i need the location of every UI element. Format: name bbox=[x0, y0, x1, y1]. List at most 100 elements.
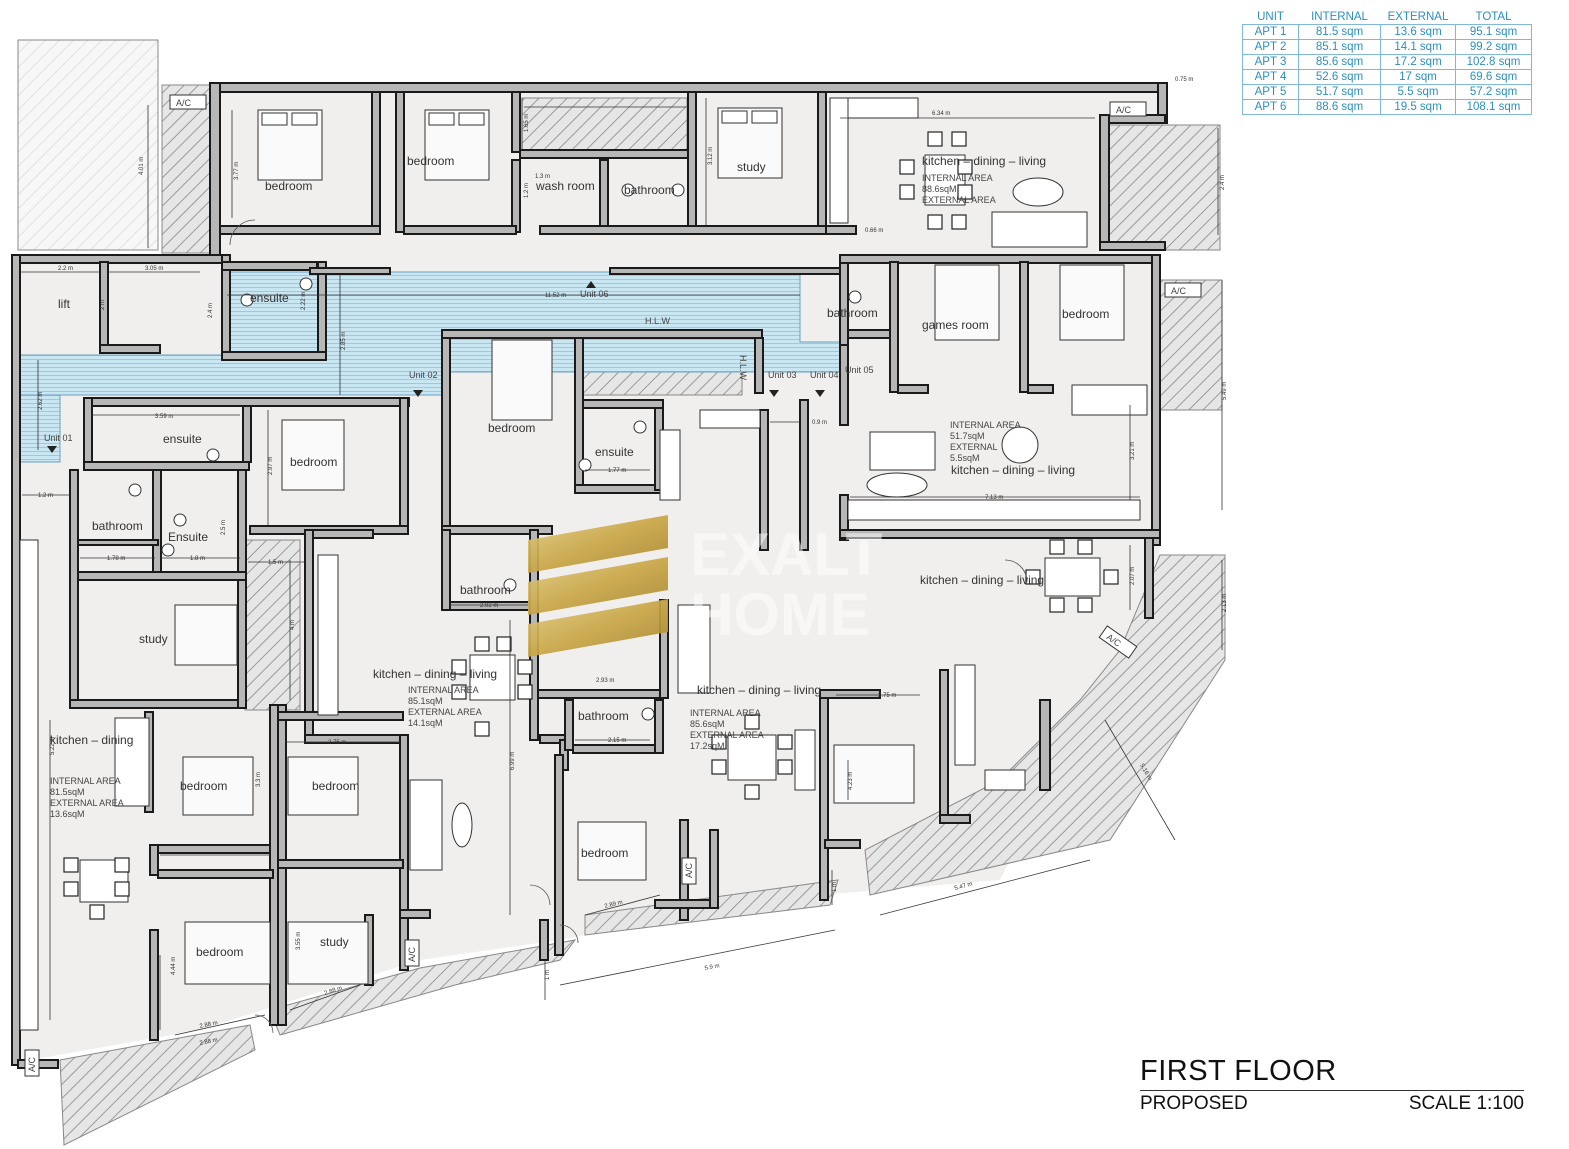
room-label-kitchen-dining-living: kitchen – dining – living bbox=[697, 683, 821, 697]
svg-text:INTERNAL AREA: INTERNAL AREA bbox=[950, 420, 1021, 430]
svg-text:0.75 m: 0.75 m bbox=[1175, 77, 1193, 83]
svg-text:2.85 m: 2.85 m bbox=[341, 332, 347, 350]
svg-text:EXTERNAL: EXTERNAL bbox=[950, 442, 998, 452]
drawing-subtitle: PROPOSED bbox=[1140, 1093, 1248, 1114]
svg-text:1.8 m: 1.8 m bbox=[190, 556, 205, 562]
hlw-label: H.L.W bbox=[645, 316, 671, 326]
svg-text:17.2sqM: 17.2sqM bbox=[690, 741, 725, 751]
header-internal: INTERNAL bbox=[1311, 11, 1368, 23]
room-label-kitchen-dining-living: kitchen – dining – living bbox=[373, 667, 497, 681]
area-table: UNIT INTERNAL EXTERNAL TOTAL APT 1 81.5 … bbox=[1242, 10, 1532, 115]
drawing-title: FIRST FLOOR bbox=[1140, 1055, 1337, 1087]
header-unit: UNIT bbox=[1257, 11, 1284, 23]
svg-text:6.99 m: 6.99 m bbox=[510, 752, 516, 770]
svg-text:5.47 m: 5.47 m bbox=[954, 881, 973, 892]
svg-text:2.97 m: 2.97 m bbox=[268, 457, 274, 475]
svg-text:1.78 m: 1.78 m bbox=[107, 556, 125, 562]
svg-text:2.89 m: 2.89 m bbox=[604, 900, 623, 910]
svg-text:2.93 m: 2.93 m bbox=[596, 678, 614, 684]
unit-marker-04: Unit 04 bbox=[810, 370, 839, 380]
room-label-bathroom: bathroom bbox=[624, 183, 675, 197]
svg-text:7.13 m: 7.13 m bbox=[985, 495, 1003, 501]
svg-text:EXTERNAL AREA: EXTERNAL AREA bbox=[408, 707, 482, 717]
svg-text:2.75 m: 2.75 m bbox=[878, 693, 896, 699]
svg-text:2.75 m: 2.75 m bbox=[328, 740, 346, 746]
room-label-ensuite-cap: Ensuite bbox=[168, 530, 208, 544]
svg-text:14.1sqM: 14.1sqM bbox=[408, 718, 443, 728]
table-row: APT 6 88.6 sqm 19.5 sqm 108.1 sqm bbox=[1242, 99, 1532, 115]
room-label-bedroom: bedroom bbox=[488, 421, 535, 435]
unit-marker-03: Unit 03 bbox=[768, 370, 797, 380]
svg-text:EXTERNAL AREA: EXTERNAL AREA bbox=[922, 195, 996, 205]
walls bbox=[11, 82, 1168, 1069]
svg-text:INTERNAL AREA: INTERNAL AREA bbox=[690, 708, 761, 718]
svg-text:2 m: 2 m bbox=[100, 300, 106, 310]
svg-text:2.4 m: 2.4 m bbox=[208, 303, 214, 318]
svg-text:81.5sqM: 81.5sqM bbox=[50, 787, 85, 797]
room-label-bedroom: bedroom bbox=[581, 846, 628, 860]
table-row: APT 2 85.1 sqm 14.1 sqm 99.2 sqm bbox=[1242, 39, 1532, 55]
svg-text:3.21 m: 3.21 m bbox=[1130, 442, 1136, 460]
svg-text:4.44 m: 4.44 m bbox=[171, 957, 177, 975]
svg-text:INTERNAL AREA: INTERNAL AREA bbox=[50, 776, 121, 786]
svg-text:2.4 m: 2.4 m bbox=[1220, 175, 1226, 190]
svg-text:A/C: A/C bbox=[27, 1056, 37, 1072]
svg-text:2.5 m: 2.5 m bbox=[221, 520, 227, 535]
room-label-bedroom: bedroom bbox=[196, 945, 243, 959]
svg-text:2.13 m: 2.13 m bbox=[1222, 594, 1228, 612]
area-notes: INTERNAL AREA 81.5sqM EXTERNAL AREA 13.6… bbox=[50, 173, 1021, 819]
svg-text:1.3 m: 1.3 m bbox=[535, 174, 550, 180]
door-swings bbox=[229, 219, 1028, 1034]
svg-text:2.88 m: 2.88 m bbox=[199, 1020, 218, 1030]
svg-text:5.22 m: 5.22 m bbox=[50, 737, 56, 755]
room-label-bedroom: bedroom bbox=[407, 154, 454, 168]
svg-text:INTERNAL AREA: INTERNAL AREA bbox=[408, 685, 479, 695]
room-label-bathroom: bathroom bbox=[827, 306, 878, 320]
svg-text:2.15 m: 2.15 m bbox=[608, 738, 626, 744]
svg-text:6.34 m: 6.34 m bbox=[932, 111, 950, 117]
svg-text:A/C: A/C bbox=[684, 862, 694, 878]
room-label-ensuite: ensuite bbox=[163, 432, 202, 446]
svg-text:HOME: HOME bbox=[690, 581, 870, 648]
unit-markers: Unit 01 Unit 02 Unit 03 Unit 04 Unit 05 … bbox=[44, 281, 874, 453]
room-label-kitchen-dining-living: kitchen – dining – living bbox=[951, 463, 1075, 477]
svg-text:5.5sqM: 5.5sqM bbox=[950, 453, 980, 463]
room-label-kitchen-dining-living: kitchen – dining – living bbox=[920, 573, 1044, 587]
watermark-logo: EXALT HOME bbox=[528, 515, 882, 657]
room-label-wash-room: wash room bbox=[535, 179, 595, 193]
svg-text:2.2 m: 2.2 m bbox=[58, 266, 73, 272]
table-row: APT 4 52.6 sqm 17 sqm 69.6 sqm bbox=[1242, 69, 1532, 85]
room-labels: bedroom bedroom Unit 06 wash room bathro… bbox=[50, 154, 1109, 959]
svg-text:1.65 m: 1.65 m bbox=[524, 114, 530, 132]
room-label-study: study bbox=[139, 632, 168, 646]
svg-text:13.6sqM: 13.6sqM bbox=[50, 809, 85, 819]
svg-text:3.05 m: 3.05 m bbox=[145, 266, 163, 272]
room-label-study: study bbox=[320, 935, 349, 949]
room-label-kitchen-dining-living: kitchen – dining – living bbox=[922, 154, 1046, 168]
svg-text:4.01 m: 4.01 m bbox=[139, 157, 145, 175]
svg-text:1.77 m: 1.77 m bbox=[608, 468, 626, 474]
room-label-bedroom: bedroom bbox=[265, 179, 312, 193]
svg-text:INTERNAL AREA: INTERNAL AREA bbox=[922, 173, 993, 183]
svg-text:2.88 m: 2.88 m bbox=[199, 1037, 218, 1047]
svg-text:88.6sqM: 88.6sqM bbox=[922, 184, 957, 194]
svg-text:1.2 m: 1.2 m bbox=[524, 183, 530, 198]
ac-units: A/C A/C A/C A/C A/C A/C A/C bbox=[24, 94, 1202, 1077]
room-label-bathroom: bathroom bbox=[578, 709, 629, 723]
svg-text:85.1sqM: 85.1sqM bbox=[408, 696, 443, 706]
room-label-bedroom: bedroom bbox=[312, 779, 359, 793]
table-row: APT 1 81.5 sqm 13.6 sqm 95.1 sqm bbox=[1242, 24, 1532, 40]
svg-text:0.9 m: 0.9 m bbox=[812, 420, 827, 426]
svg-text:1 m: 1 m bbox=[832, 882, 838, 892]
room-label-bathroom: bathroom bbox=[460, 583, 511, 597]
drawing-scale: SCALE 1:100 bbox=[1408, 1093, 1524, 1114]
svg-text:2.02 m: 2.02 m bbox=[480, 603, 498, 609]
table-row: APT 3 85.6 sqm 17.2 sqm 102.8 sqm bbox=[1242, 54, 1532, 70]
room-label-lift: lift bbox=[58, 297, 71, 311]
svg-text:A/C: A/C bbox=[407, 946, 417, 962]
unit-marker-01: Unit 01 bbox=[44, 433, 73, 443]
svg-text:2.07 m: 2.07 m bbox=[1130, 567, 1136, 585]
header-total: TOTAL bbox=[1475, 11, 1512, 23]
svg-text:0.66 m: 0.66 m bbox=[865, 228, 883, 234]
